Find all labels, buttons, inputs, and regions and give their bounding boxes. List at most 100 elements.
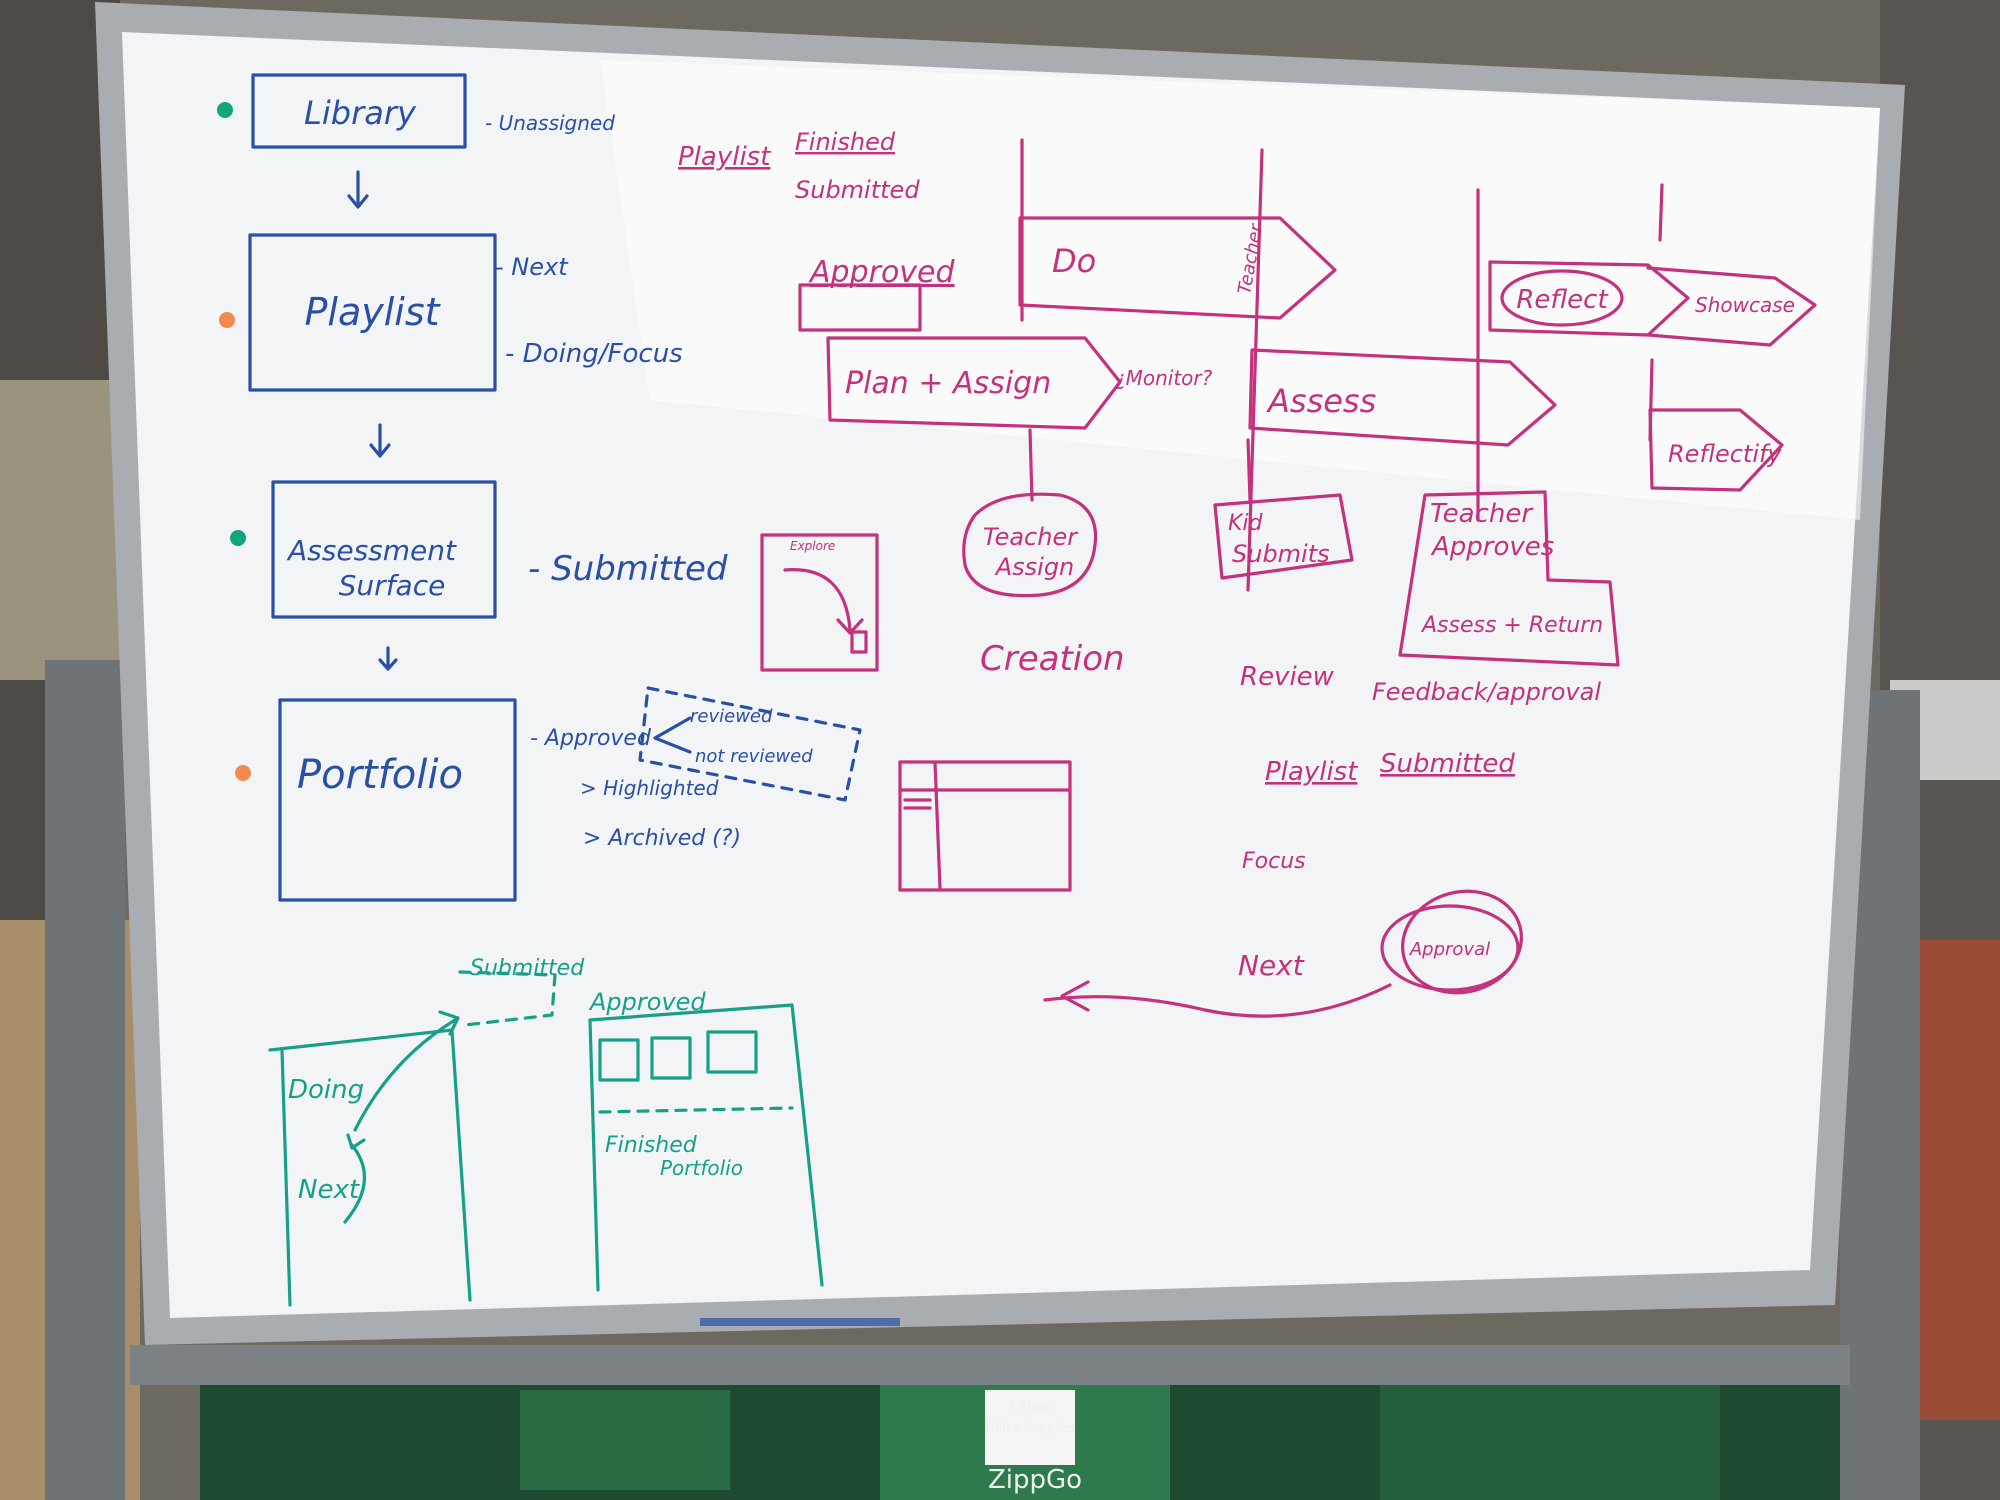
focus-label: Focus	[1242, 849, 1306, 874]
feedback-label: Feedback/approval	[1372, 678, 1601, 706]
kid-submits-box	[1213, 493, 1354, 580]
connector-line	[1246, 438, 1252, 502]
approved-note: - Approved	[530, 726, 652, 751]
arrow-down-icon	[347, 170, 369, 209]
assess-label: Assess	[1266, 382, 1376, 420]
board-glare	[600, 60, 1880, 520]
reflect-circle	[1500, 269, 1624, 327]
window-sketch	[898, 760, 1072, 892]
reflectify-arrow-shape	[1648, 408, 1784, 492]
orange-dot	[219, 312, 235, 328]
monitor-label: ¿Monitor?	[1115, 366, 1213, 390]
finished-top-label: Finished	[795, 128, 896, 156]
assessment-surface-box	[271, 480, 497, 619]
teal-curve-arrow-icon	[353, 1010, 460, 1132]
crate-left	[520, 1390, 730, 1490]
crate-tag-line-1: 3 Floor	[1008, 1401, 1053, 1416]
playlist-lower-label: Playlist	[1265, 757, 1358, 787]
reflectify-label: Reflectify	[1668, 440, 1782, 468]
crate-right	[1380, 1385, 1720, 1500]
reflect-label: Reflect	[1516, 285, 1608, 315]
teal-dashed-box	[458, 970, 557, 1027]
playlist-top-label: Playlist	[678, 142, 771, 172]
portfolio-box	[278, 698, 517, 902]
doing-focus-note: - Doing/Focus	[505, 339, 683, 369]
teacher-approves-line-2: Approves	[1430, 532, 1554, 562]
teal-finished-label: Finished	[605, 1133, 698, 1158]
crate-tag-line-2: Office Supplies	[985, 1421, 1075, 1435]
review-label: Review	[1240, 662, 1335, 692]
submitted-top-label: Submitted	[795, 176, 920, 204]
curved-return-arrow-icon	[1043, 980, 1392, 1018]
reflect-arrow-shape	[1488, 260, 1690, 337]
stand-crossbar	[130, 1345, 1850, 1385]
submitted-lower-label: Submitted	[1380, 749, 1515, 779]
crate-label-tag	[985, 1390, 1075, 1465]
explore-sketch-box	[760, 533, 879, 672]
teal-thumbnail-1	[598, 1038, 640, 1082]
next-lower-label: Next	[1238, 949, 1305, 982]
teacher-approves-line-1: Teacher	[1430, 499, 1534, 529]
crate-brand: ZippGo	[988, 1465, 1082, 1495]
teal-doing-label: Doing	[288, 1075, 364, 1105]
branch-lines	[653, 716, 692, 754]
creation-label: Creation	[980, 639, 1125, 679]
teal-dashed-divider	[598, 1106, 794, 1114]
approval-bubble	[1380, 904, 1520, 992]
do-label: Do	[1052, 242, 1096, 280]
not-reviewed-branch: not reviewed	[695, 746, 813, 767]
kid-label: Kid	[1228, 511, 1264, 536]
stand-leg-left	[45, 660, 125, 1500]
window-sketch-lines	[898, 760, 1070, 890]
green-dot	[230, 530, 246, 546]
reviewed-branch: reviewed	[690, 706, 773, 727]
showcase-arrow-shape	[1646, 266, 1817, 347]
assess-arrow-shape	[1248, 348, 1557, 447]
plan-assign-arrow-shape	[826, 336, 1122, 430]
submitted-note: - Submitted	[528, 549, 728, 589]
explore-label: Explore	[790, 539, 835, 553]
portfolio-label: Portfolio	[297, 752, 463, 798]
approved-bar	[798, 283, 922, 332]
teacher-approves-box	[1398, 490, 1620, 667]
green-dot	[217, 102, 233, 118]
assessment-label: Assessment	[286, 534, 457, 567]
showcase-label: Showcase	[1695, 293, 1795, 317]
office-window-glow	[0, 380, 120, 680]
teal-portfolio-label: Portfolio	[660, 1156, 743, 1180]
archived-note: > Archived (?)	[583, 826, 741, 851]
marker-on-tray	[700, 1318, 900, 1326]
teacher-assign-line-2: Assign	[994, 553, 1075, 581]
teal-thumbnail-2	[650, 1036, 692, 1080]
phase-divider	[1246, 148, 1264, 592]
library-label: Library	[304, 94, 417, 132]
teal-approved-column	[588, 1003, 824, 1292]
next-note: - Next	[495, 253, 569, 281]
dashed-branch-outline	[638, 686, 862, 802]
small-square-icon	[850, 630, 868, 654]
teal-submitted-label: Submitted	[470, 956, 585, 981]
approval-label: Approval	[1409, 939, 1490, 960]
teal-next-label: Next	[298, 1175, 360, 1205]
highlighted-note: > Highlighted	[580, 776, 719, 800]
teal-thumbnail-3	[706, 1030, 758, 1074]
playlist-label: Playlist	[304, 290, 441, 334]
curved-arrow-icon	[783, 568, 864, 635]
submits-label: Submits	[1232, 540, 1330, 568]
playlist-box	[248, 233, 497, 392]
arrow-down-icon	[369, 423, 391, 458]
assess-return-label: Assess + Return	[1420, 613, 1603, 638]
teal-up-arrow-icon	[343, 1133, 366, 1224]
approval-bubble-outer	[1401, 889, 1523, 995]
library-box	[251, 73, 467, 149]
teacher-assign-line-1: Teacher	[983, 523, 1079, 551]
orange-dot	[235, 765, 251, 781]
teacher-assign-bubble	[962, 492, 1098, 598]
surface-label: Surface	[339, 569, 446, 602]
plan-assign-label: Plan + Assign	[845, 366, 1051, 401]
arrow-down-icon	[378, 646, 398, 671]
do-arrow-shape	[1018, 216, 1337, 320]
connector-line	[1028, 428, 1034, 502]
unassigned-note: - Unassigned	[485, 111, 615, 135]
